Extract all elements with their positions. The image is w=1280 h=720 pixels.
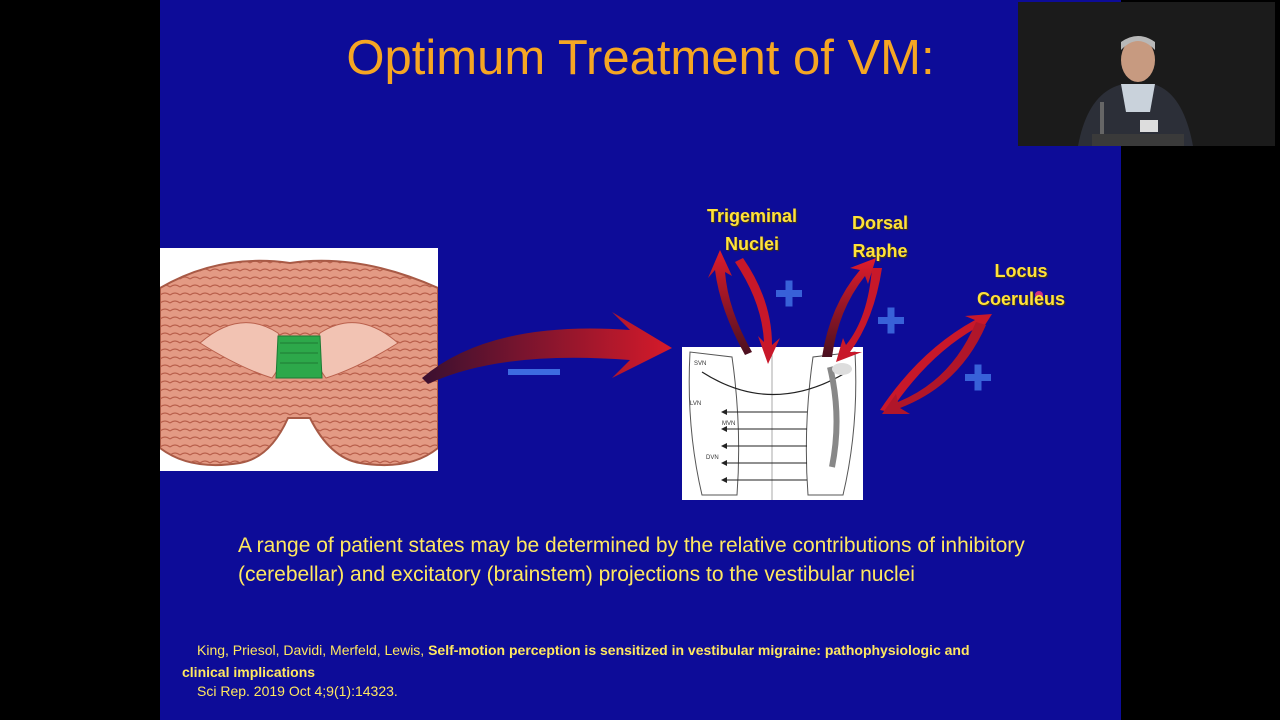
nucleus-label-mvn: MVN bbox=[722, 421, 735, 427]
slide-title: Optimum Treatment of VM: bbox=[346, 31, 935, 85]
label-trigeminal-nuclei: Trigeminal Nuclei bbox=[706, 206, 798, 254]
nucleus-label-svn: SVN bbox=[694, 361, 706, 367]
citation-authors-line: King, Priesol, Davidi, Merfeld, Lewis, S… bbox=[197, 642, 970, 658]
citation-authors: King, Priesol, Davidi, Merfeld, Lewis, bbox=[197, 642, 425, 658]
raphe-arrow-down-icon bbox=[836, 268, 882, 362]
slide-caption: A range of patient states may be determi… bbox=[238, 534, 1025, 586]
nucleus-label-lvn: LVN bbox=[690, 401, 701, 407]
raphe-arrow-up-icon bbox=[822, 258, 876, 357]
presentation-slide: Optimum Treatment of VM: bbox=[160, 0, 1121, 720]
brainstem-section-icon: SVN LVN MVN DVN bbox=[688, 347, 857, 500]
inhibitory-arrow-icon bbox=[422, 312, 672, 384]
label-locus-coeruleus: Locus Coeruleus bbox=[976, 261, 1066, 309]
trigeminal-arrow-up-icon bbox=[708, 250, 752, 355]
trigeminal-arrow-down-icon bbox=[735, 258, 780, 364]
presenter-video-icon bbox=[1018, 2, 1275, 146]
citation-title-line2-row: clinical implications bbox=[182, 664, 315, 680]
nucleus-label-dvn: DVN bbox=[706, 455, 719, 461]
vestibular-nuclei-diagram: SVN LVN MVN DVN bbox=[682, 347, 863, 500]
presenter-webcam bbox=[1018, 2, 1275, 146]
citation-title-line1: Self-motion perception is sensitized in … bbox=[428, 642, 970, 658]
citation-title-line2: clinical implications bbox=[182, 664, 316, 680]
citation-journal: Sci Rep. 2019 Oct 4;9(1):14323. bbox=[197, 683, 398, 699]
minus-sign-icon bbox=[508, 369, 560, 375]
cerebellum-image bbox=[160, 248, 439, 471]
projection-arrows bbox=[422, 250, 1043, 414]
locus-arrow-down-icon bbox=[882, 322, 986, 414]
cerebellum-illustration-icon bbox=[160, 259, 439, 467]
label-dorsal-raphe: Dorsal Raphe bbox=[851, 213, 909, 261]
laser-pointer-icon bbox=[1035, 291, 1043, 299]
